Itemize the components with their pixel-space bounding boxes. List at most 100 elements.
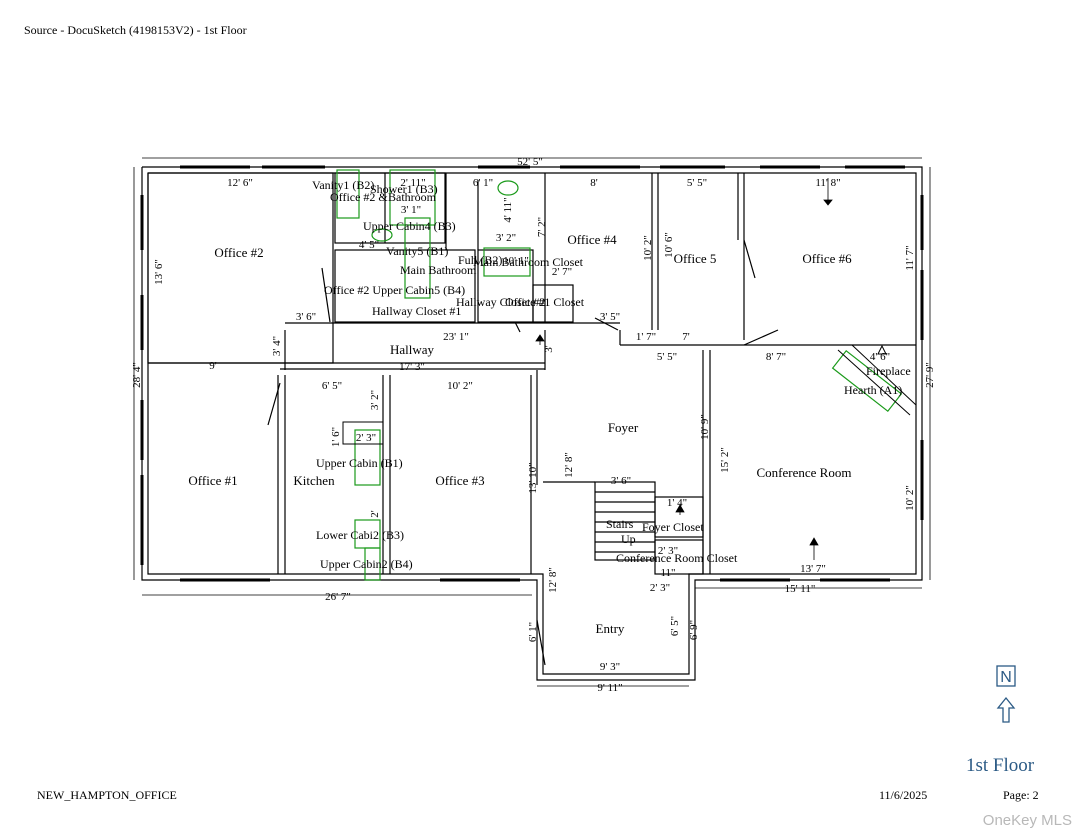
conference-closet-walls	[654, 539, 704, 575]
dim-o2-bot: 9'	[209, 360, 217, 372]
toilet-fixture	[371, 228, 393, 242]
dim-o6-top: 11' 8"	[815, 177, 840, 189]
dim-36b: 3' 6"	[611, 475, 631, 487]
fixture-outlines	[342, 344, 917, 445]
fixtures	[336, 169, 903, 581]
dim-32-kitchen: 3' 2"	[369, 390, 381, 410]
dim-top-overall: 52' 5"	[517, 156, 543, 168]
room-office4: Office #4	[567, 232, 617, 247]
dim-23: 2' 3"	[356, 432, 376, 444]
exterior-wall-inner	[147, 172, 917, 675]
dim-o4-side: 10' 2"	[642, 235, 654, 261]
door	[321, 267, 331, 323]
dim-entry-bottom: 9' 11"	[597, 682, 622, 694]
dim-entry-l: 6' 1"	[527, 622, 539, 642]
fireplace-line	[837, 349, 911, 416]
label-hearth: Hearth (A1)	[844, 383, 902, 397]
dim-36: 3' 6"	[296, 311, 316, 323]
dim-o5-side: 10' 6"	[663, 232, 675, 258]
dim-hall-len: 23' 1"	[443, 331, 469, 343]
label-hallway-closet1: Hallway Closet #1	[372, 304, 461, 318]
dim-o5-top: 5' 5"	[687, 177, 707, 189]
dim-14: 1' 4"	[667, 497, 687, 509]
label-main-bathroom: Main Bathroom	[400, 263, 477, 277]
dim-31: 3' 1"	[401, 204, 421, 216]
toilet-fixture	[497, 180, 519, 196]
room-conference: Conference Room	[757, 465, 852, 480]
compass-letter: N	[1000, 669, 1012, 686]
label-vanity5: Vanity5 (B1)	[386, 244, 448, 258]
label-bath-closet: Main Bathroom Closet	[473, 255, 584, 269]
dim-hall-w2: 3'	[543, 345, 555, 353]
dim-conf-side: 15' 2"	[719, 447, 731, 473]
dim-right-overall: 27' 9"	[924, 362, 936, 388]
exterior-wall-outer	[141, 166, 923, 681]
project-name: NEW_HAMPTON_OFFICE	[37, 788, 177, 802]
label-upper-cabin4: Upper Cabin4 (B3)	[363, 219, 456, 233]
label-office-upper: Office #2 Upper Cabin5 (B4)	[324, 283, 465, 297]
dim-foyer-side: 12' 8"	[563, 452, 575, 478]
dim-hall-w: 3' 4"	[271, 336, 283, 356]
dim-211: 2' 11"	[400, 177, 425, 189]
room-office5: Office 5	[674, 251, 717, 266]
foyer-closet-walls	[654, 496, 704, 538]
dim-11: 11"	[660, 567, 675, 579]
dim-entry-side2: 6' 5"	[669, 616, 681, 636]
dim-27: 2' 7"	[552, 266, 572, 278]
label-shower1: Shower1 (B3)	[370, 182, 438, 196]
room-foyer: Foyer	[608, 420, 639, 435]
label-stairs: Stairs	[606, 517, 634, 531]
page-number: Page: 2	[1003, 788, 1039, 802]
dimension-lines	[133, 157, 931, 687]
dim-bottom-right: 15' 11"	[785, 583, 816, 595]
dim-35: 3' 5"	[600, 311, 620, 323]
dim-entry-side: 12' 8"	[547, 567, 559, 593]
vanity5-fixture	[404, 217, 431, 299]
dim-conf-bot: 13' 7"	[800, 563, 826, 575]
label-full: Full (B2)	[458, 253, 502, 267]
fireplace-line	[851, 344, 917, 406]
dim-101: 10' 1"	[503, 255, 529, 267]
full-fixture	[483, 247, 531, 277]
dim-office3-top: 10' 2"	[447, 380, 473, 392]
label-bathroom: Bathroom	[388, 190, 437, 204]
dim-72: 7' 2"	[536, 217, 548, 237]
dim-entry-side3: 6' 9"	[688, 620, 700, 640]
hearth-fixture	[831, 349, 903, 413]
dim-conf-top2: 5' 5"	[657, 351, 677, 363]
dim-entry-inner: 9' 3"	[600, 661, 620, 673]
dim-7: 7'	[682, 331, 690, 343]
room-hallway: Hallway	[390, 342, 435, 357]
dim-411: 4' 11"	[502, 197, 514, 222]
print-date: 11/6/2025	[879, 788, 928, 802]
door	[536, 619, 546, 666]
dim-bottom-left: 26' 7"	[325, 591, 351, 603]
dim-office3-side: 13' 10"	[527, 462, 539, 493]
north-arrow-icon: N	[996, 665, 1016, 723]
label-lower-cabi2: Lower Cabi2 (B3)	[316, 528, 404, 542]
door	[743, 329, 779, 346]
label-upper-cabin-b1: Upper Cabin (B1)	[316, 456, 403, 470]
dim-conf-top: 8' 7"	[766, 351, 786, 363]
door	[267, 382, 281, 426]
vanity1-fixture	[336, 169, 360, 219]
room-entry: Entry	[596, 621, 625, 636]
dim-46: 4' 6"	[870, 351, 890, 363]
dim-611: 6' 1"	[473, 177, 493, 189]
office-closet-walls	[532, 284, 574, 323]
room-office6: Office #6	[802, 251, 852, 266]
door	[514, 321, 521, 333]
dim-hall-inner: 17' 3"	[399, 361, 425, 373]
room-office3: Office #3	[435, 473, 484, 488]
label-upper-cabin2: Upper Cabin2 (B4)	[320, 557, 413, 571]
watermark: OneKey MLS	[982, 812, 1072, 829]
shower1-fixture	[389, 169, 436, 226]
source-header: Source - DocuSketch (4198153V2) - 1st Fl…	[24, 23, 247, 37]
label-foyer-closet: Foyer Closet	[642, 520, 704, 534]
dim-23b: 2' 3"	[658, 545, 678, 557]
door	[594, 317, 619, 331]
dim-foyer-side2: 10' 9"	[699, 414, 711, 440]
room-kitchen: Kitchen	[293, 473, 335, 488]
dim-45: 4' 5"	[359, 239, 379, 251]
label-vanity1: Vanity1 (B2)	[312, 178, 374, 192]
